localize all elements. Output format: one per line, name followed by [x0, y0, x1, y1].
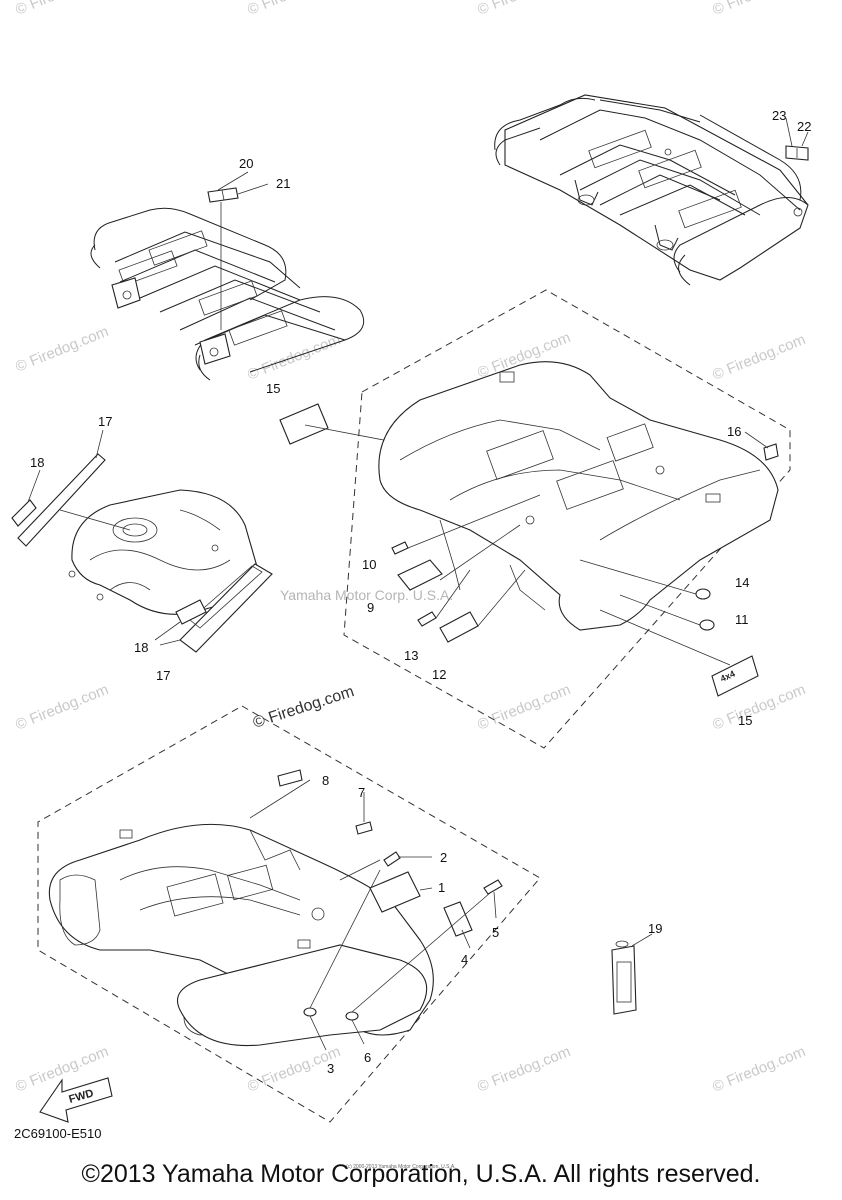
front-fender	[48, 823, 434, 1047]
watermark: © Firedog.com	[13, 0, 111, 19]
callout-18: 18	[30, 455, 44, 470]
watermark: © Firedog.com	[13, 323, 111, 376]
decal-part-18	[11, 499, 37, 527]
callout-6: 6	[364, 1050, 371, 1065]
callout-15: 15	[738, 713, 752, 728]
callout-12: 12	[432, 667, 446, 682]
callout-1: 1	[438, 880, 445, 895]
label-part-7	[355, 821, 373, 835]
grommet-part-6	[345, 1011, 359, 1021]
watermark-firedog: © Firedog.com	[251, 683, 356, 732]
decal-part-17	[17, 453, 106, 547]
callout-10: 10	[362, 557, 376, 572]
watermark-yamaha: Yamaha Motor Corp. U.S.A.	[280, 587, 453, 603]
fastener-part-10	[391, 541, 409, 555]
fwd-arrow-icon: FWD	[39, 1077, 113, 1123]
fastener-part-13	[417, 611, 437, 627]
decal-part-4	[443, 901, 473, 937]
callout-15: 15	[266, 381, 280, 396]
callout-3: 3	[327, 1061, 334, 1076]
callout-13: 13	[404, 648, 418, 663]
fastener-part-5	[483, 879, 503, 895]
callout-11: 11	[735, 612, 749, 627]
callout-9: 9	[367, 600, 374, 615]
copyright-footer: ©2013 Yamaha Motor Corporation, U.S.A. A…	[81, 1160, 761, 1188]
emblem-part-15	[711, 655, 759, 697]
fastener-part-2	[383, 851, 401, 867]
callout-numbers: 1 2 3 4 5 6 7 8 9 10 11 12 13 14 15 15 1…	[30, 108, 811, 1076]
callout-7: 7	[358, 785, 365, 800]
callout-22: 22	[797, 119, 811, 134]
callout-14: 14	[735, 575, 749, 590]
decal-part-1	[369, 871, 421, 913]
watermark: © Firedog.com	[475, 681, 573, 734]
label-part-15	[279, 403, 329, 445]
rear-carrier	[494, 94, 809, 286]
front-cover	[68, 489, 260, 615]
emblem-part-18	[175, 599, 207, 625]
callout-21: 21	[276, 176, 290, 191]
watermark: © Firedog.com	[710, 0, 808, 19]
callout-17: 17	[156, 668, 170, 683]
callout-5: 5	[492, 925, 499, 940]
callout-19: 19	[648, 921, 662, 936]
callout-2: 2	[440, 850, 447, 865]
watermark: © Firedog.com	[710, 331, 808, 384]
watermark: © Firedog.com	[475, 0, 573, 19]
callout-20: 20	[239, 156, 253, 171]
watermark: © Firedog.com	[475, 1043, 573, 1096]
grommet-part-11	[699, 619, 715, 631]
callout-16: 16	[727, 424, 741, 439]
decal-part-9	[397, 559, 443, 591]
grommet-part-14	[695, 588, 711, 600]
decal-part-12	[439, 611, 479, 643]
front-carrier	[90, 207, 365, 381]
watermark: © Firedog.com	[710, 1043, 808, 1096]
label-part-19	[611, 945, 637, 1015]
callout-18: 18	[134, 640, 148, 655]
rear-fender-group-box	[343, 289, 791, 749]
emblem-part-17	[179, 563, 273, 653]
watermark: © Firedog.com	[13, 681, 111, 734]
callout-17: 17	[98, 414, 112, 429]
callout-23: 23	[772, 108, 786, 123]
label-part-8	[277, 769, 303, 787]
callout-8: 8	[322, 773, 329, 788]
diagram-code: 2C69100-E510	[14, 1126, 101, 1141]
tiny-copyright-note: (c) 2000-2013 Yamaha Motor Corporation, …	[346, 1164, 456, 1170]
callout-4: 4	[461, 952, 468, 967]
watermark: © Firedog.com	[245, 0, 343, 19]
grommet-part-3	[303, 1007, 317, 1017]
